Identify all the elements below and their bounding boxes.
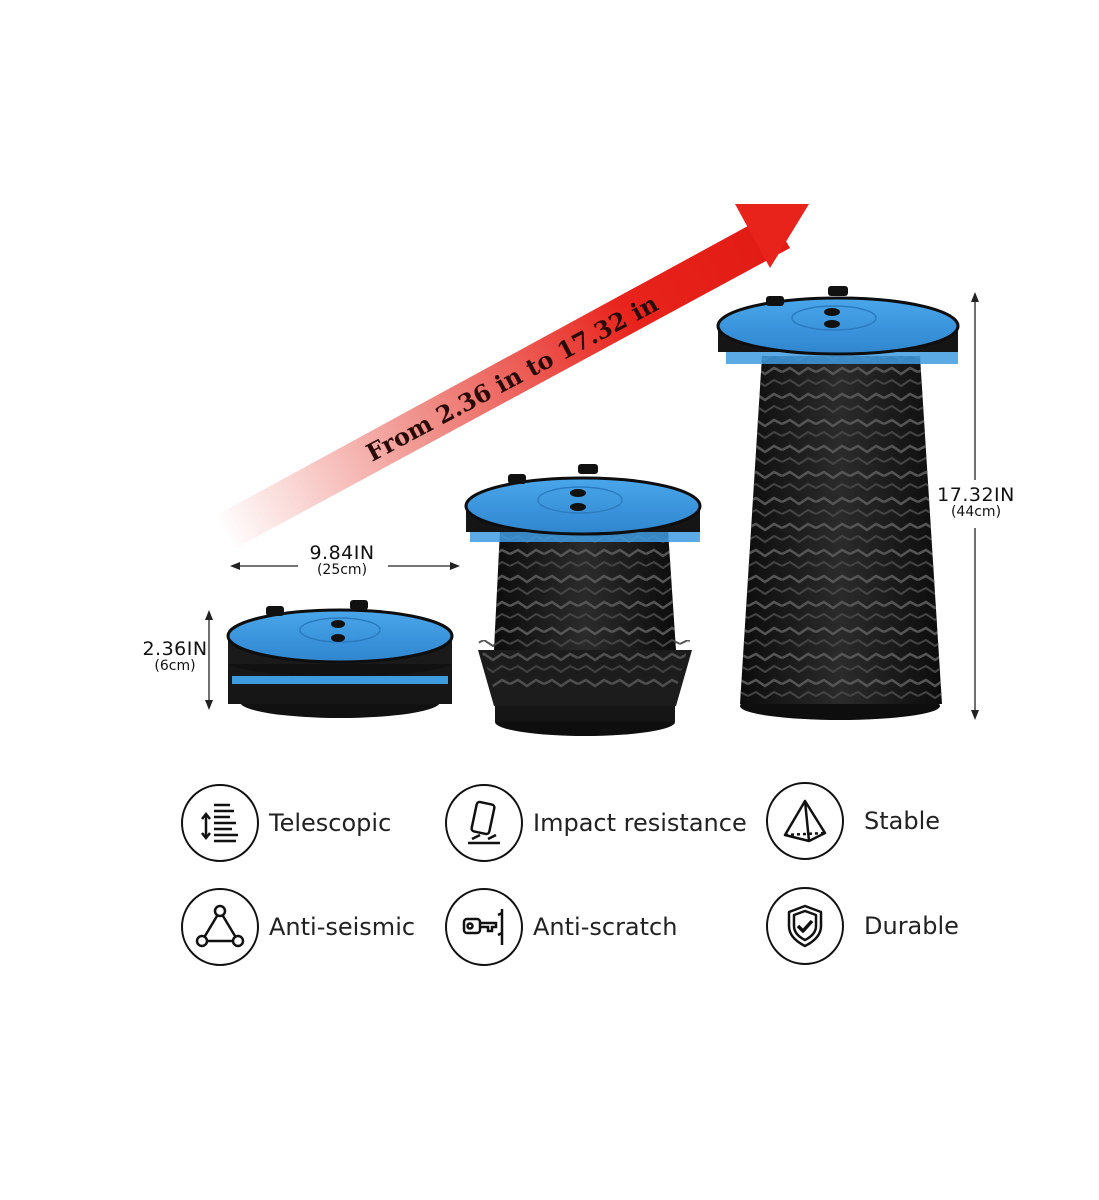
- feature-label: Anti-scratch: [533, 913, 678, 941]
- collapsed-height-dimension: 2.36IN (6cm): [130, 638, 220, 674]
- stool-extended: [716, 286, 960, 720]
- arrow-shaft: [215, 214, 790, 548]
- width-dimension-main: 9.84IN: [309, 542, 375, 564]
- triangle-nodes-icon: [181, 888, 259, 966]
- feature-label: Telescopic: [269, 809, 392, 837]
- dimension-lines: [205, 292, 979, 720]
- shield-check-icon: [766, 887, 844, 965]
- feature-telescopic: Telescopic: [181, 781, 391, 865]
- extended-height-main: 17.32IN: [937, 484, 1015, 506]
- extended-height-dimension: 17.32IN (44cm): [928, 484, 1024, 520]
- arrow-text: From 2.36 in to 17.32 in: [361, 289, 663, 468]
- impact-resistance-icon: [445, 784, 523, 862]
- stool-collapsed: [226, 600, 454, 718]
- feature-label: Stable: [864, 807, 941, 835]
- feature-label: Anti-seismic: [269, 913, 416, 941]
- key-scratch-icon: [445, 888, 523, 966]
- arrow-head: [735, 204, 809, 268]
- width-dimension: 9.84IN (25cm): [294, 542, 390, 578]
- feature-anti-seismic: Anti-seismic: [181, 885, 415, 969]
- feature-anti-scratch: Anti-scratch: [445, 885, 677, 969]
- feature-stable: Stable: [766, 779, 940, 863]
- feature-durable: Durable: [766, 884, 959, 968]
- collapsed-height-main: 2.36IN: [142, 638, 208, 660]
- collapsed-height-sub: (6cm): [154, 658, 196, 674]
- feature-label: Impact resistance: [533, 809, 747, 837]
- pyramid-icon: [766, 782, 844, 860]
- width-dimension-sub: (25cm): [316, 562, 368, 578]
- stool-half-extended: [464, 464, 702, 736]
- feature-label: Durable: [864, 912, 959, 940]
- product-scene: From 2.36 in to 17.32 in: [205, 204, 979, 736]
- feature-impact-resistance: Impact resistance: [445, 781, 747, 865]
- telescopic-icon: [181, 784, 259, 862]
- extended-height-sub: (44cm): [950, 504, 1002, 520]
